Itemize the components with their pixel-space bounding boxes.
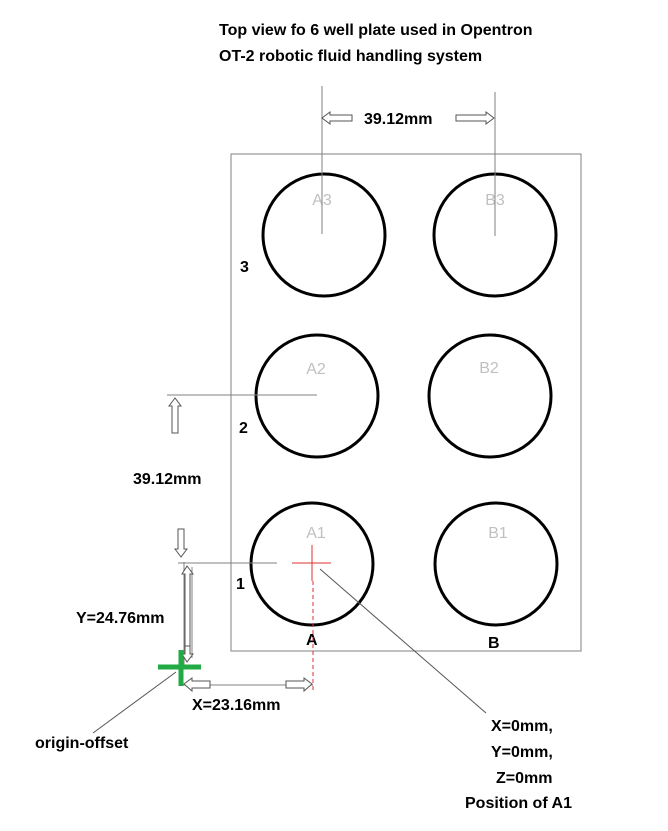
a1-x-label: X=0mm,	[491, 718, 553, 735]
x-offset-label: X=23.16mm	[192, 697, 281, 714]
a1-caption: Position of A1	[465, 795, 572, 812]
a1-y-label: Y=0mm,	[491, 744, 553, 761]
column-label-a: A	[306, 632, 318, 649]
y-offset-dimension: Y=24.76mm	[76, 562, 194, 665]
down-arrow-icon	[174, 528, 188, 558]
x-offset-dimension: X=23.16mm	[181, 677, 313, 714]
a1-z-label: Z=0mm	[496, 770, 552, 787]
origin-offset-marker	[92, 650, 201, 734]
vertical-spacing-dimension: 39.12mm	[133, 394, 317, 564]
up-arrow-icon	[168, 397, 182, 434]
well-a1	[249, 501, 375, 627]
plate-outline	[230, 153, 582, 652]
well-b2	[427, 333, 553, 459]
title-line-2: OT-2 robotic fluid handling system	[219, 48, 482, 65]
origin-label: origin-offset	[35, 735, 129, 752]
y-offset-label: Y=24.76mm	[76, 610, 165, 627]
well-label-b2: B2	[479, 360, 499, 377]
well-label-a2: A2	[306, 361, 326, 378]
well-a2	[254, 333, 380, 459]
title-line-1: Top view fo 6 well plate used in Opentro…	[219, 22, 533, 39]
vertical-spacing-label: 39.12mm	[133, 471, 202, 488]
well-label-a1: A1	[306, 525, 326, 542]
a1-leader-line	[319, 568, 487, 714]
horizontal-spacing-dimension: 39.12mm	[321, 86, 496, 236]
horizontal-spacing-label: 39.12mm	[364, 111, 433, 128]
column-label-b: B	[488, 635, 500, 652]
right-arrow-icon	[455, 111, 495, 125]
left-arrow-icon	[321, 111, 353, 125]
well-label-b1: B1	[488, 525, 508, 542]
well-b1	[433, 501, 559, 627]
row-label-2: 2	[239, 420, 248, 437]
well-a3	[261, 172, 387, 298]
a1-position-marker	[292, 545, 487, 714]
origin-leader-line	[92, 671, 177, 734]
row-label-1: 1	[236, 576, 245, 593]
row-label-3: 3	[240, 259, 249, 276]
